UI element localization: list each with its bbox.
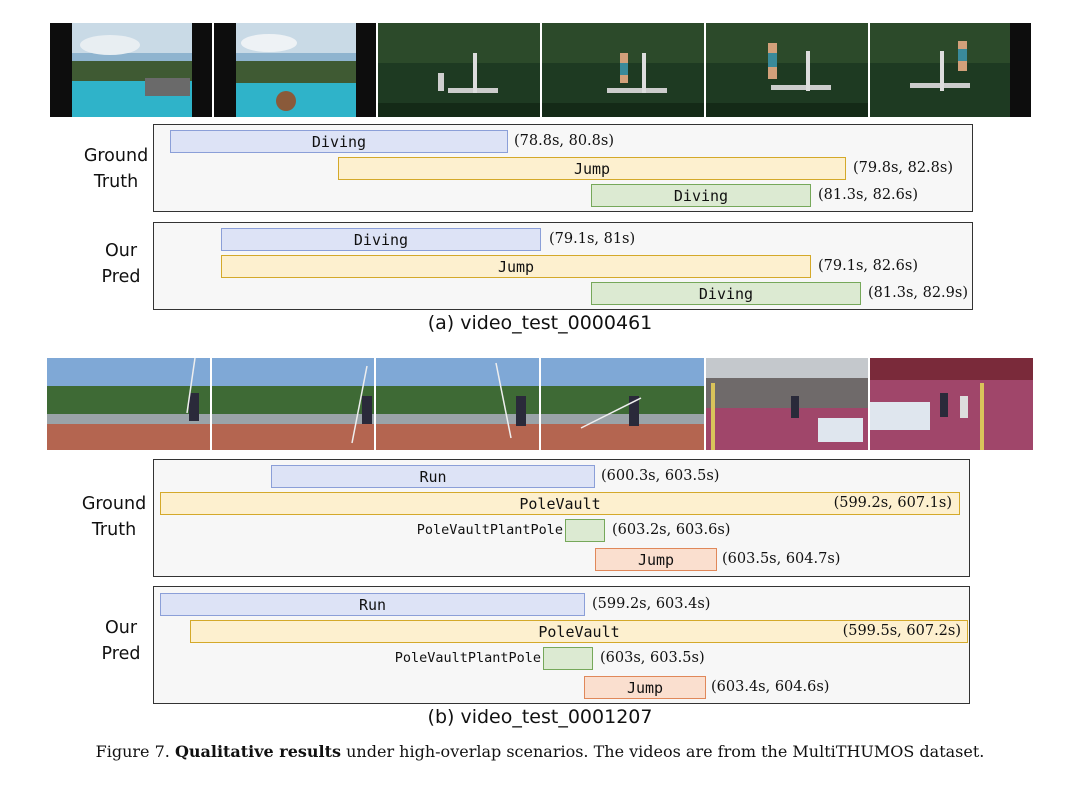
gt-a-time-2: (79.8s, 82.8s) bbox=[853, 160, 953, 176]
bar-label: Diving bbox=[698, 284, 754, 303]
row-label-ground-truth-b: Ground Truth bbox=[69, 491, 159, 543]
video-frame-b2 bbox=[211, 358, 375, 450]
pred-b-time-4: (603.4s, 604.6s) bbox=[711, 679, 830, 695]
video-frame-b5 bbox=[705, 358, 869, 450]
pred-b-bar-3 bbox=[543, 647, 593, 670]
bar-label: PoleVault bbox=[538, 622, 620, 641]
video-frame-a1 bbox=[50, 23, 212, 117]
figure-caption: Figure 7. Qualitative results under high… bbox=[0, 742, 1080, 761]
row-label-line2: Pred bbox=[101, 644, 141, 664]
figure-caption-bold: Qualitative results bbox=[174, 742, 342, 761]
bar-label: Jump bbox=[497, 257, 535, 276]
bar-label: Jump bbox=[626, 678, 664, 697]
pred-a-time-2: (79.1s, 82.6s) bbox=[818, 258, 918, 274]
gt-b-bar-3 bbox=[565, 519, 605, 542]
gt-b-time-3: (603.2s, 603.6s) bbox=[612, 522, 731, 538]
figure-number: Figure 7. bbox=[95, 742, 170, 761]
bar-label: PoleVault bbox=[519, 494, 601, 513]
video-frame-a6 bbox=[870, 23, 1031, 117]
gt-b-bar-1: Run bbox=[271, 465, 595, 488]
pred-a-time-3: (81.3s, 82.9s) bbox=[868, 285, 968, 301]
panel-b-caption: (b) video_test_0001207 bbox=[427, 706, 653, 728]
pred-b-ext-label-3: PoleVaultPlantPole bbox=[394, 650, 541, 666]
pred-a-bar-2: Jump bbox=[221, 255, 811, 278]
row-label-ground-truth-a: Ground Truth bbox=[71, 143, 161, 195]
gt-b-time-1: (600.3s, 603.5s) bbox=[601, 468, 720, 484]
video-frame-b3 bbox=[376, 358, 540, 450]
figure-caption-rest: under high-overlap scenarios. The videos… bbox=[346, 742, 985, 761]
video-frame-a2 bbox=[214, 23, 376, 117]
pred-b-time-1: (599.2s, 603.4s) bbox=[592, 596, 711, 612]
video-frame-a3 bbox=[378, 23, 540, 117]
bar-label: Diving bbox=[311, 132, 367, 151]
bar-label: Diving bbox=[673, 186, 729, 205]
pred-a-bar-3: Diving bbox=[591, 282, 861, 305]
gt-b-time-2: (599.2s, 607.1s) bbox=[833, 495, 952, 511]
row-label-pred-b: Our Pred bbox=[76, 615, 166, 667]
row-label-line2: Pred bbox=[101, 267, 141, 287]
row-label-line1: Ground bbox=[83, 146, 149, 166]
gt-a-bar-2: Jump bbox=[338, 157, 846, 180]
bar-label: Jump bbox=[573, 159, 611, 178]
gt-a-bar-3: Diving bbox=[591, 184, 811, 207]
video-frame-a4 bbox=[542, 23, 704, 117]
row-label-line1: Our bbox=[104, 618, 138, 638]
bar-label: Run bbox=[419, 467, 447, 486]
gt-b-bar-4: Jump bbox=[595, 548, 717, 571]
bar-label: Jump bbox=[637, 550, 675, 569]
pred-b-bar-2: PoleVault bbox=[190, 620, 968, 643]
gt-b-ext-label-3: PoleVaultPlantPole bbox=[416, 522, 563, 538]
pred-b-bar-1: Run bbox=[160, 593, 585, 616]
gt-a-time-1: (78.8s, 80.8s) bbox=[514, 133, 614, 149]
gt-b-time-4: (603.5s, 604.7s) bbox=[722, 551, 841, 567]
row-label-pred-a: Our Pred bbox=[76, 238, 166, 290]
video-frame-b4 bbox=[541, 358, 704, 450]
row-label-line1: Ground bbox=[81, 494, 147, 514]
video-frame-b1 bbox=[47, 358, 210, 450]
row-label-line2: Truth bbox=[91, 520, 137, 540]
video-frame-a5 bbox=[706, 23, 868, 117]
pred-b-time-3: (603s, 603.5s) bbox=[600, 650, 705, 666]
gt-a-time-3: (81.3s, 82.6s) bbox=[818, 187, 918, 203]
gt-b-bar-2: PoleVault bbox=[160, 492, 960, 515]
pred-a-time-1: (79.1s, 81s) bbox=[549, 231, 636, 247]
frames-strip-b bbox=[47, 358, 1034, 450]
video-frame-b6 bbox=[870, 358, 1034, 450]
pred-b-bar-4: Jump bbox=[584, 676, 706, 699]
gt-a-bar-1: Diving bbox=[170, 130, 508, 153]
panel-a-caption: (a) video_test_0000461 bbox=[427, 312, 653, 334]
row-label-line1: Our bbox=[104, 241, 138, 261]
bar-label: Run bbox=[358, 595, 387, 614]
pred-a-bar-1: Diving bbox=[221, 228, 541, 251]
pred-b-time-2: (599.5s, 607.2s) bbox=[842, 623, 961, 639]
bar-label: Diving bbox=[353, 230, 409, 249]
row-label-line2: Truth bbox=[93, 172, 139, 192]
frames-strip-a bbox=[50, 23, 1033, 117]
